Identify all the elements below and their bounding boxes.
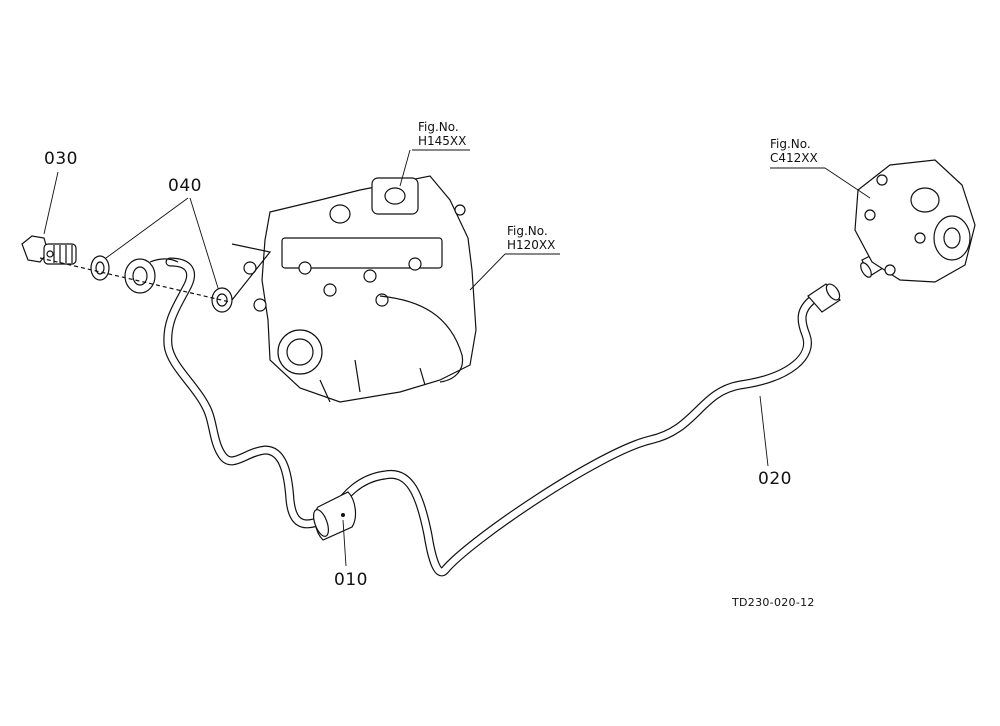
fig-ref-c412-code: C412XX [770,151,818,165]
part-label-030: 030 [44,149,78,169]
part-label-020: 020 [758,469,792,489]
washer-040-a [90,255,110,281]
fig-ref-h120-label: Fig.No. [507,224,548,238]
fig-ref-h145-label: Fig.No. [418,120,459,134]
drawing-code: TD230-020-12 [732,596,815,609]
feed-pump [854,159,976,283]
pipe-clamp-010 [313,491,357,541]
fig-ref-c412-label: Fig.No. [770,137,811,151]
fig-ref-h145: Fig.No. H145XX [418,120,466,148]
fig-ref-h145-code: H145XX [418,134,467,148]
injection-pump [243,175,477,403]
delivery-pipe-010 [163,257,327,529]
part-label-040: 040 [168,176,202,196]
fig-ref-c412: Fig.No. C412XX [770,137,818,165]
washer-040-b [211,287,233,313]
fig-ref-h120: Fig.No. H120XX [507,224,555,252]
part-label-010: 010 [334,570,368,590]
fig-ref-h120-code: H120XX [507,238,556,252]
banjo-bolt-030 [21,235,77,265]
delivery-pipe-020 [330,295,817,577]
leader-lines [43,149,871,567]
